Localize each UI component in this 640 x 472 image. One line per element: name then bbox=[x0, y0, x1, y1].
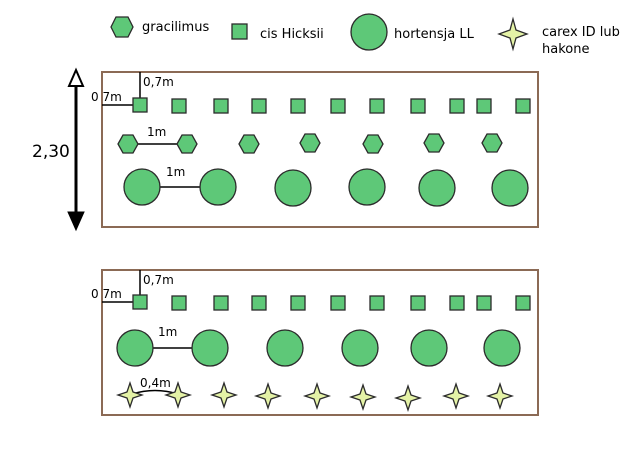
carex-plant bbox=[441, 381, 471, 411]
bed-1-gracilimus-row bbox=[117, 133, 503, 154]
cis-hicksii-plant bbox=[515, 295, 531, 311]
bed-2-hortensja-spacing-label: 1m bbox=[158, 325, 177, 339]
hortensja-plant bbox=[191, 329, 229, 367]
carex-plant bbox=[209, 380, 239, 410]
hortensja-plant bbox=[418, 169, 456, 207]
hortensja-plant bbox=[274, 169, 312, 207]
cis-hicksii-plant bbox=[449, 98, 465, 114]
bed-2-carex-spacing-label: 0,4m bbox=[140, 376, 171, 390]
cis-hicksii-plant bbox=[251, 98, 267, 114]
legend-carex-label-line2: hakone bbox=[542, 42, 589, 57]
gracilimus-plant bbox=[117, 134, 139, 154]
bed-1-gracilimus-spacing-label: 1m bbox=[147, 125, 166, 139]
height-arrow-bottom-head bbox=[67, 211, 85, 232]
carex-plant bbox=[348, 382, 378, 412]
gracilimus-legend-icon bbox=[110, 16, 134, 38]
cis-hicksii-plant bbox=[132, 294, 148, 310]
cis-hicksii-plant bbox=[213, 295, 229, 311]
hortensja-plant bbox=[116, 329, 154, 367]
carex-plant bbox=[393, 383, 423, 413]
cis-hicksii-plant bbox=[515, 98, 531, 114]
height-arrow-top-head bbox=[67, 67, 85, 87]
gracilimus-plant bbox=[176, 134, 198, 154]
cis-hicksii-plant bbox=[251, 295, 267, 311]
hortensja-plant bbox=[199, 168, 237, 206]
carex-legend-icon bbox=[497, 16, 529, 52]
height-label: 2,30 bbox=[32, 142, 70, 162]
hortensja-plant bbox=[491, 169, 529, 207]
legend-hortensja-label: hortensja LL bbox=[394, 27, 475, 42]
gracilimus-plant bbox=[299, 133, 321, 153]
cis-hicksii-plant bbox=[171, 98, 187, 114]
bed-1-offset-y-label: 0,7m bbox=[143, 75, 174, 89]
hortensja-plant bbox=[483, 329, 521, 367]
hortensja-plant bbox=[348, 168, 386, 206]
cis-hicksii-plant bbox=[290, 295, 306, 311]
bed-2-carex-row bbox=[115, 380, 515, 413]
bed-1-offset-x-label: 0 7m bbox=[91, 90, 122, 104]
carex-plant bbox=[163, 380, 193, 410]
hortensja-plant bbox=[410, 329, 448, 367]
gracilimus-plant bbox=[481, 133, 503, 153]
gracilimus-plant bbox=[423, 133, 445, 153]
cis-hicksii-plant bbox=[369, 98, 385, 114]
cis-hicksii-plant bbox=[476, 295, 492, 311]
cis-hicksii-plant bbox=[476, 98, 492, 114]
cis-hicksii-plant bbox=[410, 98, 426, 114]
bed-2-border bbox=[101, 269, 539, 416]
legend: gracilimus cis Hicksii hortensja LL care… bbox=[110, 13, 620, 57]
legend-carex-label-line1: carex ID lub bbox=[542, 25, 620, 40]
carex-plant bbox=[115, 380, 145, 410]
carex-plant bbox=[253, 381, 283, 411]
bed-1-cis-row bbox=[132, 97, 531, 114]
legend-cis-label: cis Hicksii bbox=[260, 27, 324, 42]
cis-hicksii-plant bbox=[330, 295, 346, 311]
cis-hicksii-plant bbox=[290, 98, 306, 114]
cis-hicksii-plant bbox=[132, 97, 148, 113]
cis-hicksii-plant bbox=[410, 295, 426, 311]
hortensja-plant bbox=[341, 329, 379, 367]
bed-1-hortensja-spacing-label: 1m bbox=[166, 165, 185, 179]
cis-hicksii-plant bbox=[171, 295, 187, 311]
gracilimus-plant bbox=[238, 134, 260, 154]
hortensja-plant bbox=[123, 168, 161, 206]
legend-gracilimus-label: gracilimus bbox=[142, 20, 209, 35]
gracilimus-plant bbox=[362, 134, 384, 154]
bed-2: 0 7m 0,7m 1m 0,4m bbox=[91, 269, 539, 416]
bed-1-border bbox=[101, 71, 539, 228]
cis-legend-icon bbox=[231, 23, 248, 40]
cis-hicksii-plant bbox=[213, 98, 229, 114]
cis-hicksii-plant bbox=[330, 98, 346, 114]
height-dimension: 2,30 bbox=[32, 67, 85, 232]
carex-plant bbox=[485, 381, 515, 411]
bed-1-hortensja-row bbox=[123, 168, 529, 207]
bed-1: 0 7m 0,7m 1m 1m bbox=[91, 71, 539, 228]
bed-2-offset-y-label: 0,7m bbox=[143, 273, 174, 287]
cis-hicksii-plant bbox=[369, 295, 385, 311]
bed-2-cis-row bbox=[132, 294, 531, 311]
cis-hicksii-plant bbox=[449, 295, 465, 311]
carex-plant bbox=[302, 381, 332, 411]
bed-2-hortensja-row bbox=[116, 329, 521, 367]
hortensja-legend-icon bbox=[350, 13, 388, 51]
hortensja-plant bbox=[266, 329, 304, 367]
bed-2-offset-x-label: 0 7m bbox=[91, 287, 122, 301]
